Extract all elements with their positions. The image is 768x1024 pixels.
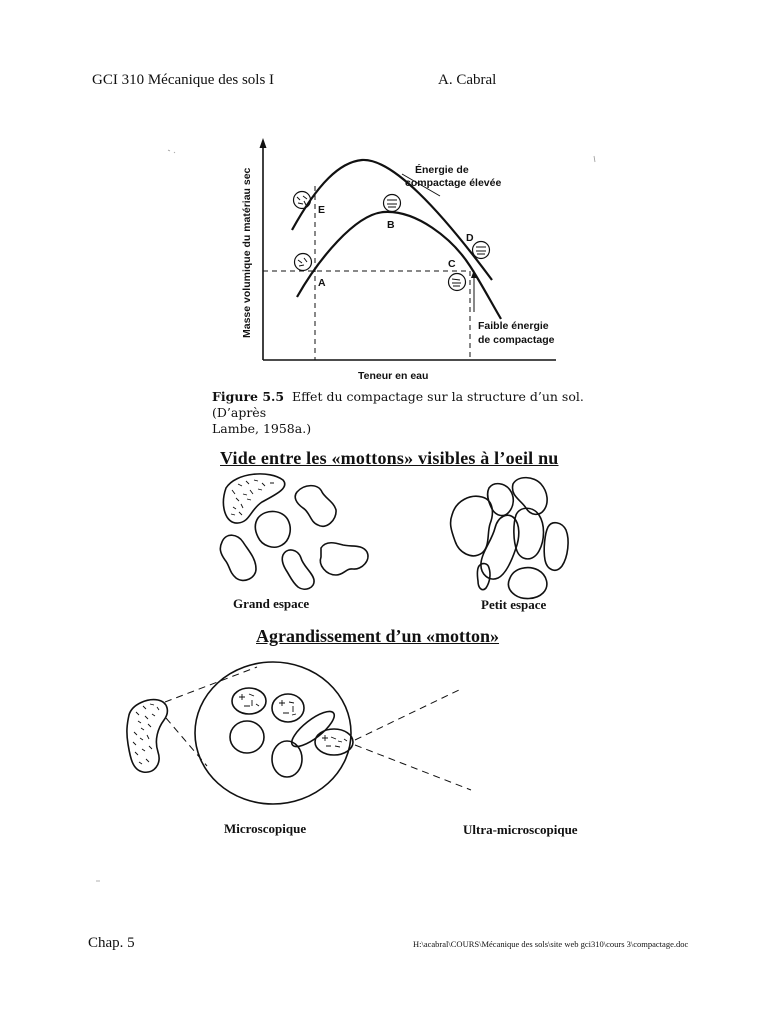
label-petit-espace: Petit espace [481, 597, 546, 613]
figure-caption-text-2: Lambe, 1958a.) [212, 421, 311, 436]
footer-file-path: H:\acabral\COURS\Mécanique des sols\site… [413, 939, 688, 949]
clod-detailed [223, 474, 284, 523]
structure-circle-b [384, 195, 401, 212]
label-microscopique: Microscopique [224, 821, 306, 837]
label-ultra-microscopique: Ultra-microscopique [463, 822, 578, 838]
point-label-a: A [318, 277, 326, 289]
small-space-clods [451, 478, 569, 599]
inner-aggregate-highlighted [315, 729, 353, 755]
high-energy-label-line1: Énergie de [415, 163, 469, 176]
clod [544, 523, 568, 571]
clod [481, 515, 519, 579]
point-label-c: C [448, 258, 456, 270]
clod [255, 511, 290, 547]
low-energy-label-line2: de compactage [478, 334, 555, 346]
projection-line-bottom [166, 718, 207, 766]
inner-aggregate [230, 721, 264, 753]
scan-marks [96, 150, 595, 881]
figure-number: Figure 5.5 [212, 389, 284, 404]
projection-line-ultra-bottom [355, 745, 471, 790]
inner-aggregate-detailed [272, 694, 304, 722]
projection-line-ultra-top [355, 689, 461, 740]
structure-circle-a [295, 254, 312, 271]
structure-circle-d [473, 242, 490, 259]
clod [477, 564, 490, 590]
inner-aggregate [272, 741, 302, 777]
section-title-voids: Vide entre les «mottons» visibles à l’oe… [220, 448, 559, 469]
inner-aggregate-detailed [232, 688, 266, 714]
point-label-e: E [318, 204, 325, 216]
clod [295, 486, 336, 527]
clod [220, 535, 256, 580]
large-space-clods [220, 474, 368, 589]
clod [508, 568, 546, 599]
footer-chapter: Chap. 5 [88, 935, 135, 952]
x-axis-label: Teneur en eau [358, 370, 428, 382]
low-energy-label-line1: Faible énergie [478, 320, 549, 332]
point-label-d: D [466, 232, 474, 244]
enlarged-clod-ellipse [195, 662, 351, 804]
point-label-b: B [387, 219, 395, 231]
high-energy-label-line2: compactage élevée [405, 177, 501, 189]
section-title-enlargement: Agrandissement d’un «motton» [256, 626, 499, 647]
structure-circle-c [449, 274, 466, 291]
enlargement-diagram [127, 662, 471, 804]
label-grand-espace: Grand espace [233, 596, 309, 612]
y-axis-label: Masse volumique du matériau sec [241, 167, 253, 338]
clod [488, 484, 514, 516]
clod [320, 543, 368, 575]
y-axis-arrow [260, 138, 267, 148]
structure-circle-e [294, 192, 311, 209]
figure-caption: Figure 5.5 Effet du compactage sur la st… [212, 389, 612, 437]
clod [282, 550, 314, 589]
